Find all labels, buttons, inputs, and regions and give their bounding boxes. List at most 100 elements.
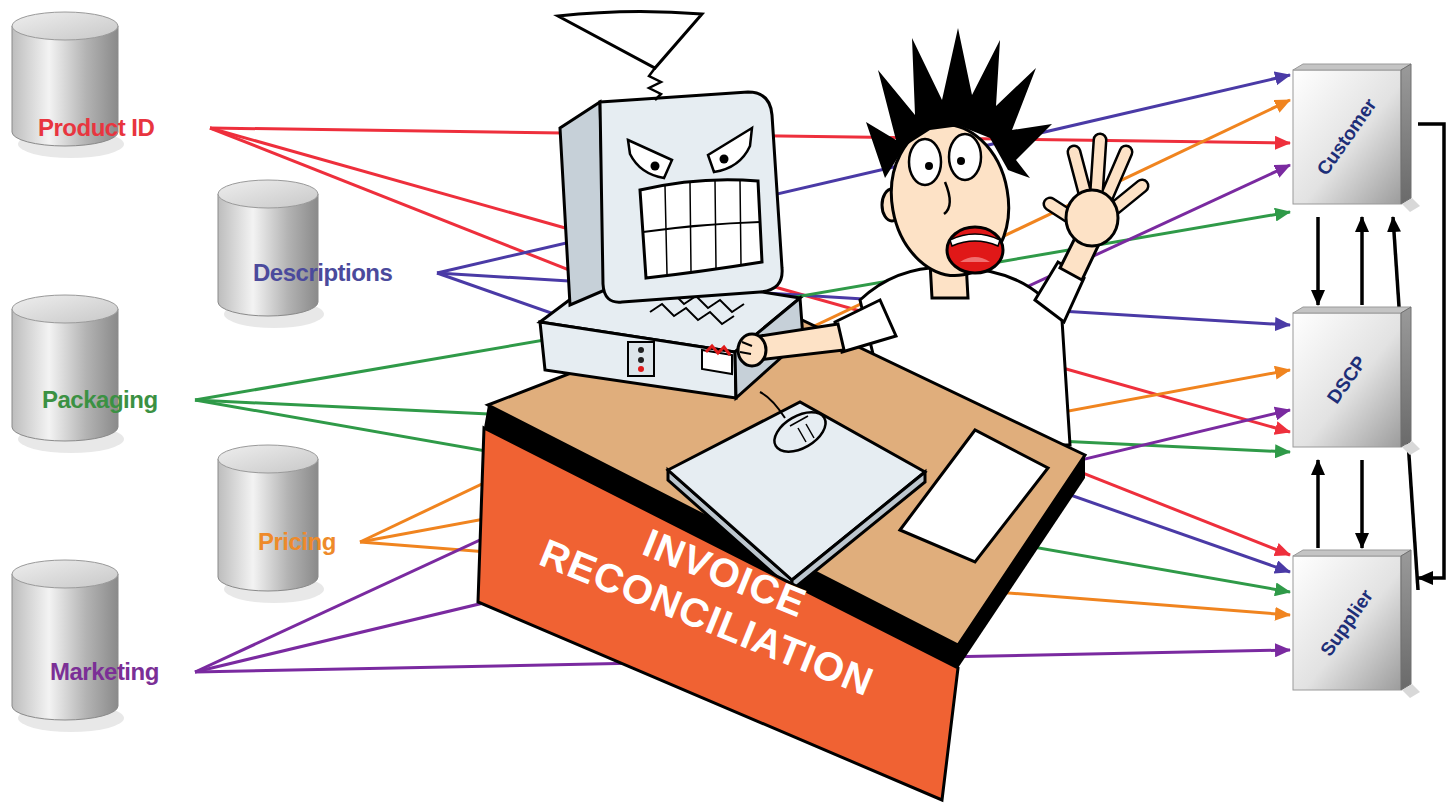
person-right-arm	[1035, 262, 1084, 322]
cube-front	[1293, 70, 1401, 204]
person-shirt	[930, 262, 968, 298]
database-label: Packaging	[42, 386, 158, 414]
cylinder-top	[218, 180, 318, 208]
antenna	[558, 11, 702, 100]
database-label: Marketing	[50, 658, 159, 686]
cyl-outline	[10, 558, 195, 723]
cylinder-body	[12, 574, 118, 720]
person-head	[909, 139, 941, 185]
flow-arrow	[1418, 124, 1444, 578]
cylinder-body	[12, 309, 118, 441]
cylinder-top	[12, 560, 118, 588]
database-cylinder: Product ID	[10, 8, 210, 150]
database-label: Descriptions	[253, 259, 392, 287]
person-head	[950, 234, 1000, 246]
angry-monitor	[708, 128, 752, 172]
angry-monitor	[628, 140, 672, 178]
cube-side	[1401, 307, 1411, 447]
angry-monitor	[643, 222, 760, 232]
person-left-arm	[738, 334, 766, 366]
flow-arrow	[195, 400, 1290, 452]
database-cylinder: Marketing	[10, 558, 195, 723]
person-right-arm	[1035, 140, 1142, 322]
person-head	[944, 182, 950, 214]
cylinder-top	[12, 295, 118, 323]
computer-base	[638, 347, 644, 353]
flow-arrow	[210, 128, 1290, 143]
computer-base	[660, 292, 744, 312]
computer-base	[706, 346, 730, 355]
person-left-arm	[740, 342, 752, 354]
flow-arrow	[1316, 217, 1320, 305]
spiky-hair	[866, 28, 1052, 178]
flow-arrow	[1316, 460, 1320, 548]
database-label: Pricing	[258, 528, 336, 556]
paper-sheet	[900, 430, 1048, 562]
person-left-arm	[835, 300, 896, 352]
paper-sheet	[900, 430, 1048, 562]
person-head	[880, 115, 1021, 285]
computer-base	[638, 366, 644, 372]
computer-base	[540, 268, 803, 398]
angry-monitor	[665, 180, 741, 274]
computer-base	[735, 298, 803, 398]
party-cube: Supplier	[1290, 548, 1418, 698]
cube-top	[1293, 64, 1411, 70]
mouse	[790, 416, 814, 442]
flow-arrow	[1360, 460, 1364, 548]
cyl-outline	[215, 443, 360, 593]
keyboard	[792, 472, 925, 590]
mouse	[760, 392, 785, 418]
angry-monitor	[640, 180, 762, 278]
person-head	[949, 134, 981, 180]
mouse	[760, 392, 832, 460]
computer-base	[650, 304, 734, 324]
person-head	[882, 189, 902, 221]
database-cylinder: Packaging	[10, 293, 195, 443]
cylinder-top	[12, 12, 118, 40]
cyl-outline	[10, 293, 195, 443]
computer-base	[540, 322, 736, 398]
mouse	[768, 404, 832, 460]
angry-monitor	[560, 102, 605, 305]
desk-panel	[478, 428, 958, 800]
person-right-arm	[1050, 140, 1142, 222]
antenna	[558, 11, 702, 68]
person-head	[925, 162, 933, 170]
flow-arrow	[437, 75, 1290, 273]
party-cube: DSCP	[1290, 305, 1418, 460]
party-cube: Customer	[1290, 62, 1418, 215]
antenna	[649, 68, 661, 100]
cylinder-body	[218, 194, 318, 316]
cube-side	[1401, 550, 1411, 690]
person-right-arm	[1050, 140, 1142, 222]
angry-monitor	[600, 92, 782, 302]
angry-monitor	[651, 162, 660, 171]
person-right-arm	[1060, 232, 1100, 280]
desk	[958, 455, 1085, 668]
database-cylinder: Pricing	[215, 443, 360, 593]
cube-front	[1293, 313, 1401, 447]
person-left-arm	[758, 324, 844, 360]
cube-front	[1293, 556, 1401, 690]
person-left-arm	[738, 300, 896, 366]
database-label: Product ID	[38, 114, 154, 142]
computer-base	[628, 342, 654, 376]
person-head	[947, 227, 1003, 273]
computer-base	[540, 268, 800, 352]
flow-arrow	[210, 128, 1290, 555]
cyl-outline	[215, 178, 437, 318]
person-right-arm	[1050, 140, 1142, 222]
flow-arrow	[210, 128, 1290, 432]
cylinder-top	[218, 445, 318, 473]
person-right-arm	[1066, 190, 1118, 246]
angry-monitor	[720, 155, 729, 164]
cylinder-body	[218, 459, 318, 591]
cube-top	[1293, 550, 1411, 556]
desk-front-panel: INVOICE RECONCILIATION	[476, 420, 960, 803]
person-head	[880, 115, 1021, 285]
person-shirt	[860, 267, 1070, 445]
cube-top	[1293, 307, 1411, 313]
